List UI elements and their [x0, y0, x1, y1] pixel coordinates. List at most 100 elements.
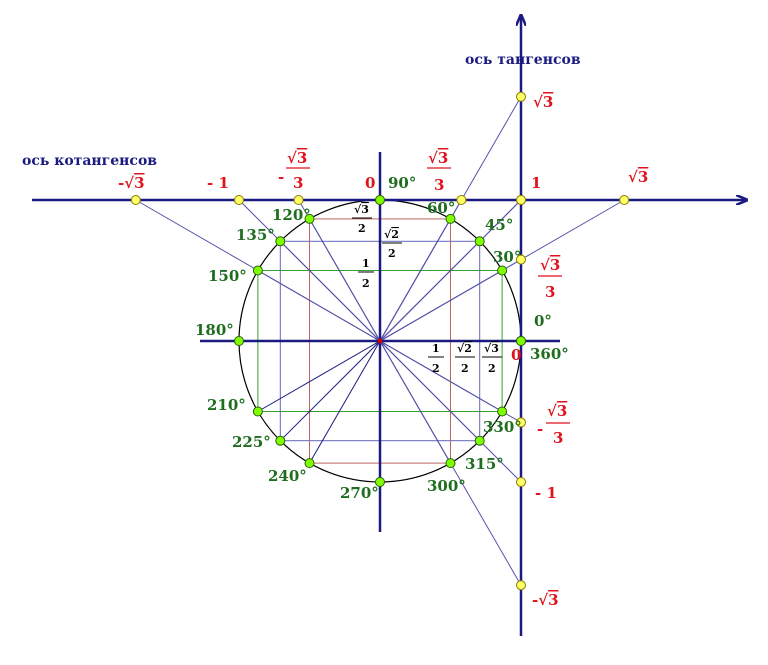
frac-x-sqrt3-over-2: √3 2 [482, 342, 502, 375]
tan-axis-title: ось тангенсов [465, 52, 581, 68]
cot-axis-title: ось котангенсов [22, 153, 157, 169]
cot-label-sqrt3: √3 [628, 168, 648, 186]
frac-x-sqrt2-over-2: √2 2 [455, 342, 475, 375]
circle-point-330 [497, 406, 508, 417]
cot-point-2 [293, 195, 304, 205]
angle-label-315: 315° [465, 455, 504, 473]
svg-text:√2: √2 [384, 228, 399, 241]
tan-label-neg-sqrt3-over-3: - √3 3 [537, 402, 570, 447]
svg-text:-: - [537, 420, 543, 438]
cot-label-neg-sqrt3-over-3: - √3 3 [278, 149, 310, 192]
cot-point-6 [619, 195, 630, 205]
svg-text:3: 3 [545, 283, 555, 301]
tangent-value-labels: √3 √3 3 0 - √3 3 - 1 -√3 [511, 93, 570, 609]
angle-label-360: 360° [530, 345, 569, 363]
svg-text:2: 2 [488, 362, 496, 375]
angle-label-0: 0° [534, 312, 552, 330]
cot-label-0: 0 [365, 174, 375, 192]
cot-label-1: 1 [531, 174, 541, 192]
svg-text:1: 1 [362, 257, 370, 270]
frac-x-half: 1 2 [428, 342, 444, 375]
cot-ray-120 [298, 199, 381, 342]
angle-label-300: 300° [427, 477, 466, 495]
svg-text:3: 3 [293, 174, 303, 192]
svg-text:2: 2 [358, 222, 366, 235]
cot-label-sqrt3-over-3: √3 3 [427, 149, 451, 194]
circle-point-90 [375, 195, 385, 205]
angle-label-330: 330° [483, 418, 522, 436]
svg-text:√3: √3 [428, 149, 448, 167]
angle-label-30: 30° [493, 248, 521, 266]
tan-label-sqrt3: √3 [533, 93, 553, 111]
cot-point-4 [456, 195, 467, 205]
angle-label-150: 150° [208, 267, 247, 285]
tan-ray--30 [379, 340, 522, 423]
circle-point-225 [275, 435, 286, 446]
svg-text:-: - [278, 168, 284, 186]
angle-label-90: 90° [388, 174, 416, 192]
circle-point-150 [252, 265, 263, 276]
angle-label-210: 210° [207, 396, 246, 414]
tan-point-4 [516, 417, 526, 428]
tan-label-neg-sqrt3: -√3 [532, 591, 559, 609]
tan-label-0: 0 [511, 346, 521, 364]
cot-point-5 [516, 195, 526, 205]
cot-ray-135 [238, 199, 381, 342]
circle-point-270 [375, 477, 385, 487]
angle-label-225: 225° [232, 433, 271, 451]
circle-point-300 [445, 458, 456, 469]
cot-ray-60 [379, 199, 462, 342]
frac-y-sqrt3-over-2: √3 2 [352, 203, 372, 235]
cot-label-neg-sqrt3: -√3 [118, 174, 145, 192]
svg-text:√3: √3 [540, 256, 560, 274]
angle-label-45: 45° [485, 216, 513, 234]
cot-label-neg-1: - 1 [207, 174, 229, 192]
svg-text:√3: √3 [547, 402, 567, 420]
svg-text:2: 2 [461, 362, 469, 375]
fraction-labels: √3 2 √2 2 1 2 1 2 √2 2 √3 [352, 203, 502, 375]
circle-point-315 [474, 435, 485, 446]
cot-point-0 [130, 195, 141, 205]
circle-point-240 [304, 458, 315, 469]
svg-text:√2: √2 [457, 342, 472, 355]
angle-label-135: 135° [236, 226, 275, 244]
cotangent-value-labels: -√3 - 1 - √3 3 0 √3 3 1 √3 [118, 149, 648, 194]
circle-point-45 [474, 236, 485, 247]
svg-text:2: 2 [362, 277, 370, 290]
origin-point [377, 338, 383, 344]
frac-y-sqrt2-over-2: √2 2 [382, 228, 402, 260]
circle-point-120 [304, 213, 315, 224]
angle-label-60: 60° [427, 199, 455, 217]
circle-angle-points [234, 195, 526, 487]
svg-text:√3: √3 [287, 149, 307, 167]
angle-labels: 0° 30° 45° 60° 90° 120° 135° 150° 180° 2… [195, 174, 569, 502]
frac-y-half: 1 2 [358, 257, 374, 290]
circle-point-210 [252, 406, 263, 417]
angle-label-120: 120° [272, 206, 311, 224]
svg-text:3: 3 [553, 429, 563, 447]
circle-point-135 [275, 236, 286, 247]
angle-label-240: 240° [268, 467, 307, 485]
circle-point-30 [497, 265, 508, 276]
svg-text:√3: √3 [354, 203, 369, 216]
angle-label-180: 180° [195, 321, 234, 339]
tan-point-2 [516, 254, 526, 265]
tan-label-neg-1: - 1 [535, 484, 557, 502]
svg-text:2: 2 [388, 247, 396, 260]
svg-text:1: 1 [432, 342, 440, 355]
cot-ray-45 [379, 199, 522, 342]
circle-point-180 [234, 336, 244, 346]
cot-point-1 [234, 195, 244, 205]
svg-text:2: 2 [432, 362, 440, 375]
tan-point-6 [516, 580, 526, 591]
tan-label-sqrt3-over-3: √3 3 [538, 256, 562, 301]
circle-point-360 [516, 336, 526, 346]
svg-text:3: 3 [434, 176, 444, 194]
svg-text:√3: √3 [484, 342, 499, 355]
circle-point-60 [445, 213, 456, 224]
tan-ray--45 [379, 340, 522, 483]
angle-label-270: 270° [340, 484, 379, 502]
tan-point-0 [516, 91, 526, 102]
tan-point-5 [516, 477, 526, 487]
